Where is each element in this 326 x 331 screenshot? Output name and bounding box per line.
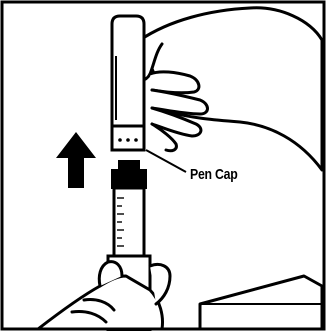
pen-neck bbox=[112, 170, 146, 188]
pen-cap-dot bbox=[118, 138, 122, 142]
pen-cap-dot bbox=[134, 138, 138, 142]
pen-cap bbox=[112, 16, 144, 150]
pen-cap-label: Pen Cap bbox=[190, 166, 237, 183]
pen-cap-band bbox=[112, 126, 144, 150]
pen-cap-dot bbox=[126, 138, 130, 142]
pen-tip bbox=[118, 160, 140, 170]
